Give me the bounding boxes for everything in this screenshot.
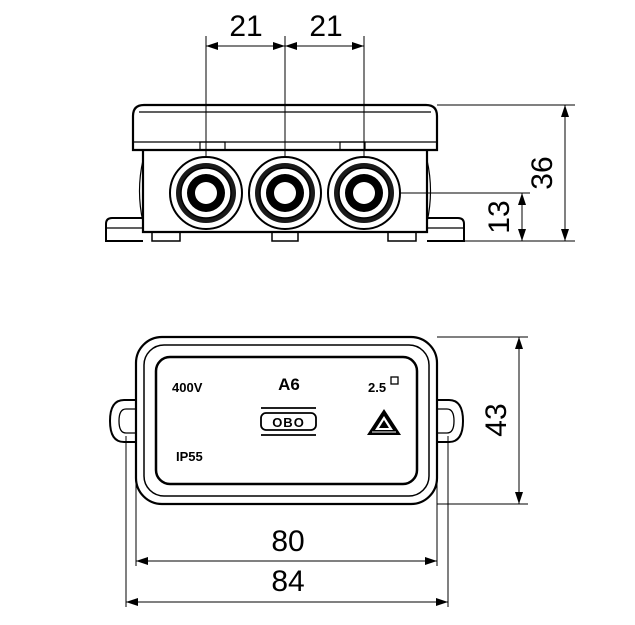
side-view-foot: [387, 231, 417, 242]
dimension-height-total: 36: [437, 104, 575, 242]
box-middle-outline: [143, 344, 430, 497]
cable-entry-icon: [327, 156, 401, 230]
obo-logo-icon: OBO: [260, 407, 317, 436]
dim-height-top: 43: [480, 403, 513, 436]
side-view-lid: [131, 103, 439, 152]
side-view-foot: [151, 231, 181, 242]
cable-entry-icon: [169, 156, 243, 230]
box-lid-outline: [154, 355, 419, 486]
box-outer-outline: [134, 335, 439, 506]
side-view-body-curve-left: [138, 159, 144, 223]
side-view-flange-right: [427, 217, 465, 242]
mounting-lug-left: [108, 399, 136, 443]
side-view: 21 21 36 13: [105, 10, 575, 242]
model-label: A6: [278, 375, 300, 394]
brand-logo-text: OBO: [272, 415, 305, 430]
mounting-lug-right-inner: [437, 408, 455, 434]
dim-height-total: 36: [526, 156, 559, 189]
side-view-lid-notch: [339, 141, 366, 151]
dimension-width: 80 84: [125, 436, 449, 607]
triangle-mark-icon: [367, 409, 401, 435]
cross-section-label: 2.5: [368, 380, 386, 395]
dim-inner-width: 80: [271, 525, 304, 558]
dim-outer-width: 84: [271, 565, 304, 598]
voltage-label: 400V: [172, 380, 203, 395]
dimension-height-entry: 13: [400, 192, 530, 241]
side-view-body-curve-right: [426, 159, 432, 223]
side-view-flange-left: [105, 217, 143, 242]
dim-spacing-right: 21: [309, 10, 342, 43]
side-view-lid-notch: [199, 141, 226, 151]
dimension-spacing: 21 21: [205, 10, 365, 157]
top-view: 400V A6 2.5 IP55 OBO 43: [108, 335, 528, 607]
dim-height-entry: 13: [483, 200, 516, 233]
mounting-lug-left-inner: [118, 408, 136, 434]
side-view-foot: [271, 231, 299, 242]
square-mark-icon: [390, 376, 399, 385]
cable-entry-icon: [248, 156, 322, 230]
dim-spacing-left: 21: [229, 10, 262, 43]
dimension-height-top: 43: [437, 336, 528, 505]
protection-label: IP55: [176, 449, 203, 464]
mounting-lug-right: [437, 399, 465, 443]
